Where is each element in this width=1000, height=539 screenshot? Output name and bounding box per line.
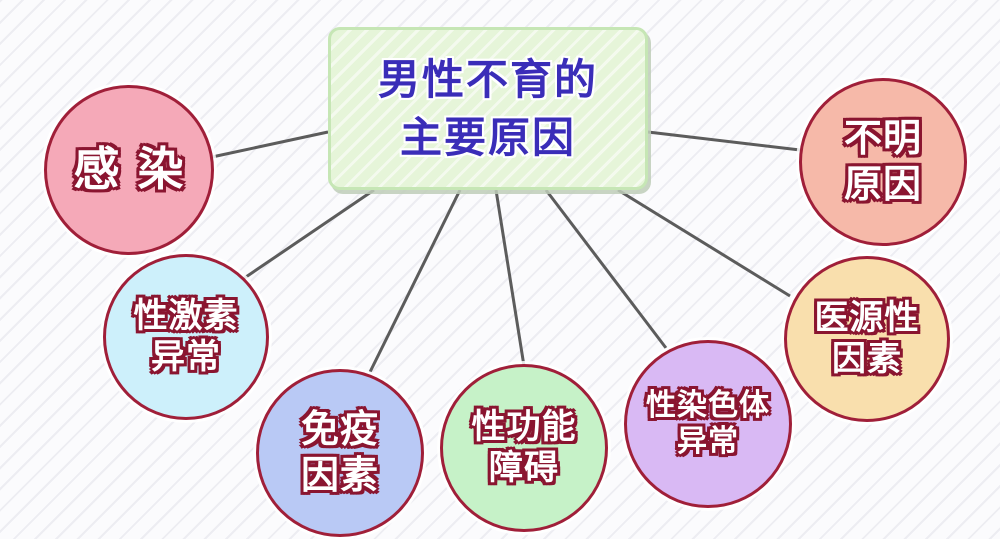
node-immune-factors-line-2: 因素: [300, 453, 379, 497]
connector-infection: [211, 130, 329, 159]
node-unknown-cause-line-2: 原因: [843, 162, 922, 206]
node-infection-label: 感 染: [73, 142, 185, 197]
connector-iatrogenic: [617, 188, 791, 298]
node-iatrogenic-factors: 医源性 因素: [784, 256, 950, 422]
node-unknown-cause: 不明 原因: [799, 78, 967, 246]
connector-immune: [368, 189, 462, 373]
node-hormone-abnormality-line-1: 性激素: [133, 296, 239, 337]
node-immune-factors-line-1: 免疫: [300, 407, 379, 452]
node-sexual-dysfunction-line-2: 障碍: [489, 448, 559, 488]
node-hormone-abnormality: 性激素 异常: [103, 254, 269, 420]
node-infection: 感 染: [44, 85, 214, 255]
node-chromosome-abnormality-line-2: 异常: [677, 424, 739, 459]
connector-hormone: [239, 188, 375, 283]
node-chromosome-abnormality-line-1: 性染色体: [646, 388, 770, 423]
node-hormone-abnormality-line-2: 异常: [151, 337, 221, 377]
center-title-line-2: 主要原因: [399, 112, 576, 162]
node-immune-factors: 免疫 因素: [256, 369, 424, 537]
node-sexual-dysfunction-line-1: 性功能: [471, 407, 577, 448]
connector-sexual-dysfunction: [494, 189, 526, 367]
node-iatrogenic-factors-line-2: 因素: [832, 339, 902, 379]
center-topic-box: 男性不育的 主要原因: [328, 27, 648, 190]
node-chromosome-abnormality: 性染色体 异常: [624, 340, 792, 508]
connector-unknown: [647, 130, 801, 152]
node-iatrogenic-factors-line-1: 医源性: [814, 298, 920, 339]
node-unknown-cause-line-1: 不明: [843, 116, 922, 161]
connector-chromosome: [544, 189, 668, 349]
center-title-line-1: 男性不育的: [377, 54, 598, 104]
node-sexual-dysfunction: 性功能 障碍: [440, 364, 608, 532]
